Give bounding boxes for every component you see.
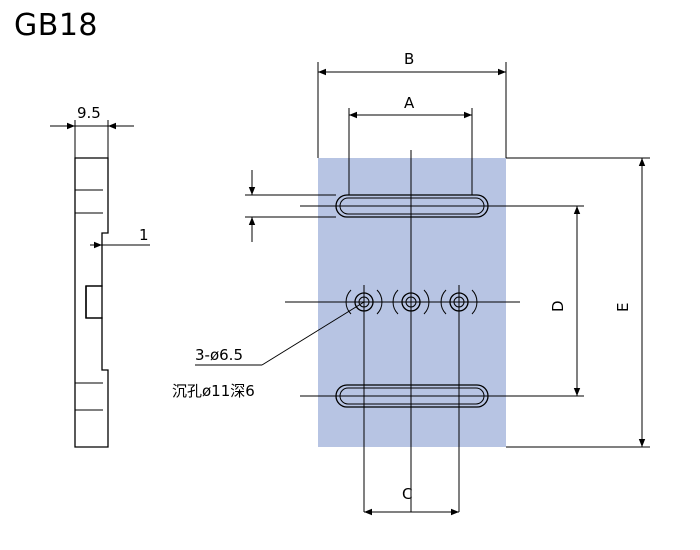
dim-c-label: C xyxy=(402,485,412,503)
side-view: 9.5 1 xyxy=(50,104,150,448)
dim-e-label: E xyxy=(614,303,632,312)
counterbore-label: 沉孔ø11深6 xyxy=(172,382,255,400)
dim-b-label: B xyxy=(404,50,414,68)
side-width-label: 9.5 xyxy=(77,104,101,122)
side-view-body xyxy=(74,157,109,448)
dim-d-label: D xyxy=(549,300,567,312)
front-view: B A C D E 3-ø6.5 沉孔ø11深6 xyxy=(172,50,650,516)
side-view-tab xyxy=(85,285,103,319)
drawing-title: GB18 xyxy=(14,8,99,43)
holes-label: 3-ø6.5 xyxy=(195,346,243,364)
side-step-label: 1 xyxy=(139,226,149,244)
dim-a-label: A xyxy=(404,94,415,112)
